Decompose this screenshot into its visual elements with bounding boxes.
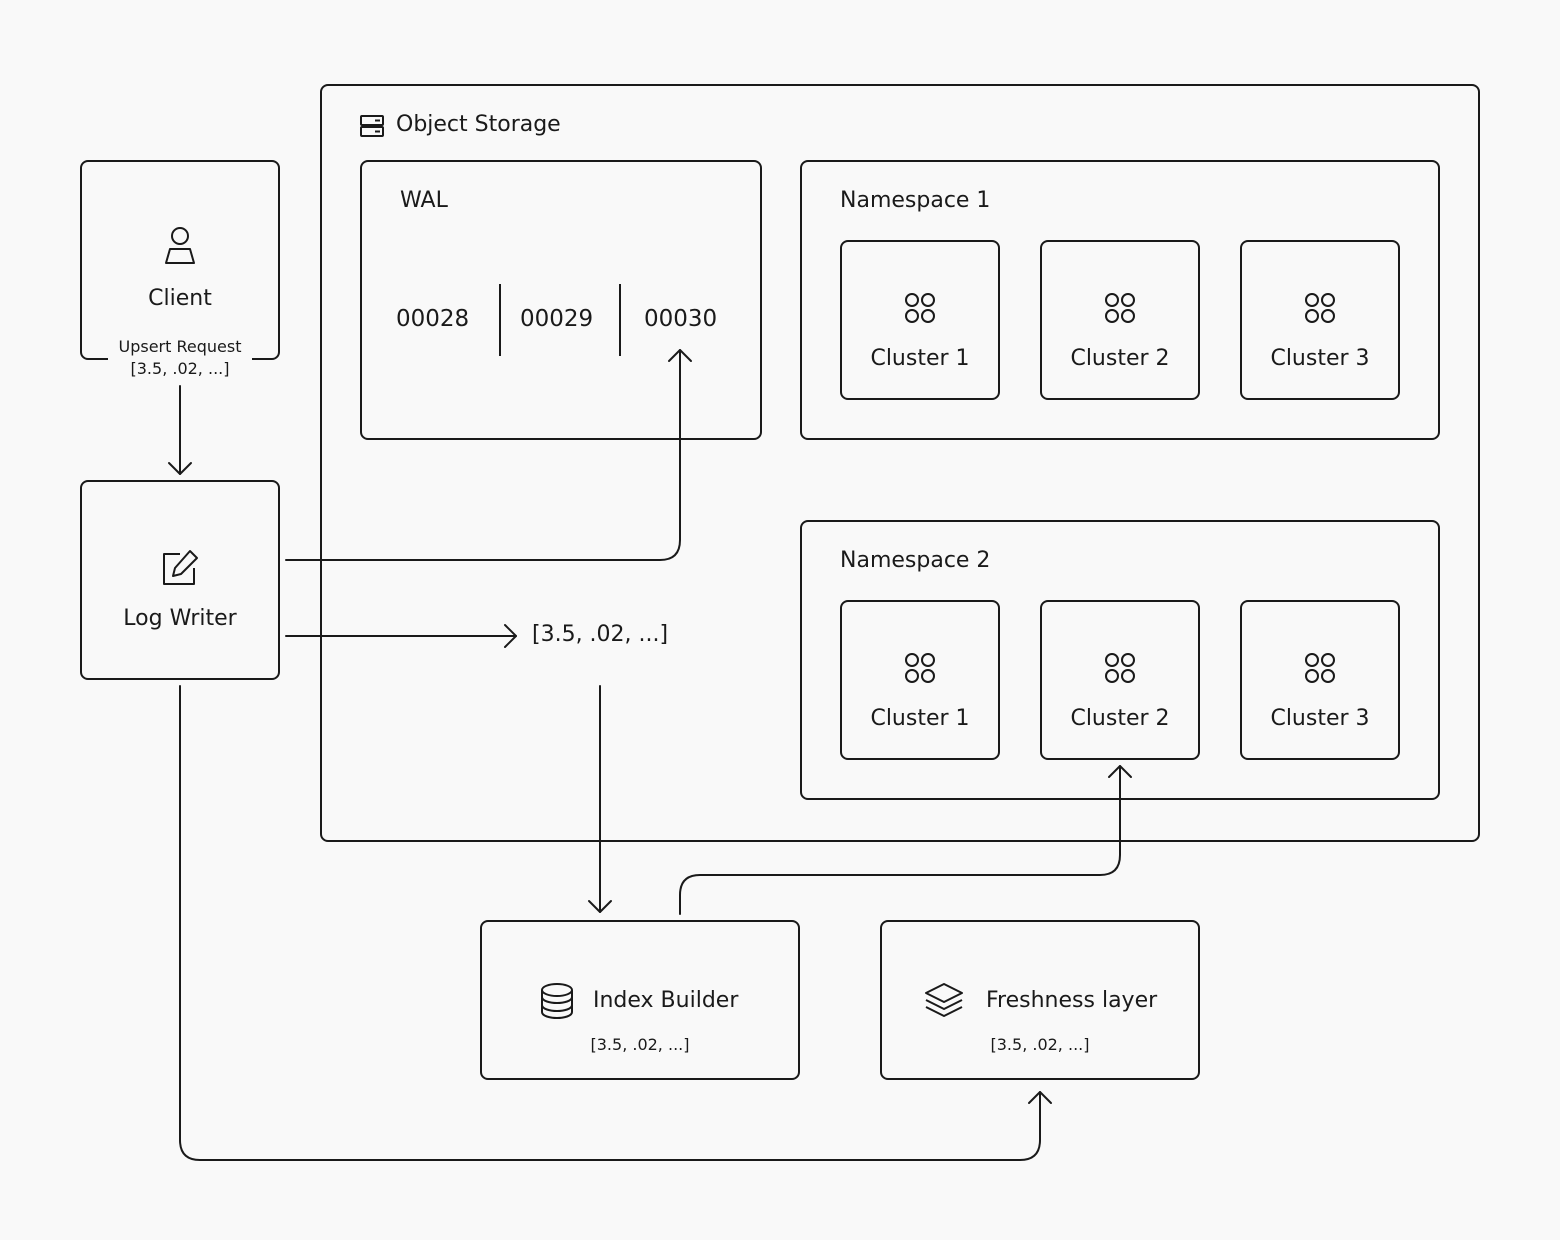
- arrowhead: [588, 900, 612, 913]
- wal-title: WAL: [400, 188, 448, 213]
- cluster-dots-icon: [902, 650, 938, 690]
- log-writer-box: [80, 480, 280, 680]
- cluster-box: Cluster 3: [1240, 600, 1400, 760]
- wal-divider: [619, 284, 621, 356]
- cluster-dots-icon: [1302, 290, 1338, 330]
- cluster-box: Cluster 3: [1240, 240, 1400, 400]
- wal-box: [360, 160, 762, 440]
- vector-in-flight-label: [3.5, .02, ...]: [530, 622, 671, 647]
- arrowhead: [668, 349, 692, 362]
- namespace-box: Namespace 1: [800, 160, 1440, 440]
- edit-icon: [160, 548, 200, 592]
- arrowhead: [1028, 1091, 1052, 1104]
- object-storage-container: [320, 84, 1480, 842]
- arrowhead: [1108, 765, 1132, 778]
- wal-segment: 00030: [644, 306, 718, 332]
- database-icon: [538, 982, 576, 1024]
- freshness-layer-title: Freshness layer: [986, 988, 1158, 1013]
- arrow-log-writer-to-freshness: [179, 685, 1041, 1161]
- client-request-label: Upsert Request [3.5, .02, ...]: [108, 336, 252, 380]
- cluster-box: Cluster 1: [840, 240, 1000, 400]
- cluster-label: Cluster 2: [1070, 706, 1170, 731]
- cluster-box: Cluster 2: [1040, 600, 1200, 760]
- arrowhead: [504, 624, 517, 648]
- cluster-label: Cluster 1: [870, 346, 970, 371]
- wal-segment: 00028: [396, 306, 470, 332]
- upsert-request-text: Upsert Request: [118, 337, 242, 356]
- cluster-label: Cluster 2: [1070, 346, 1170, 371]
- wal-segment: 00029: [520, 306, 594, 332]
- layers-icon: [922, 982, 966, 1024]
- upsert-request-vector: [3.5, .02, ...]: [130, 359, 230, 378]
- cluster-label: Cluster 3: [1270, 346, 1370, 371]
- namespace-title: Namespace 2: [840, 548, 991, 573]
- arrowhead: [168, 462, 192, 475]
- namespace-title: Namespace 1: [840, 188, 991, 213]
- user-icon: [162, 226, 198, 270]
- index-builder-vector: [3.5, .02, ...]: [590, 1035, 690, 1054]
- arrow-index-builder-to-cluster: [679, 765, 1121, 915]
- cluster-label: Cluster 3: [1270, 706, 1370, 731]
- cluster-box: Cluster 1: [840, 600, 1000, 760]
- wal-divider: [499, 284, 501, 356]
- server-icon: [359, 114, 385, 142]
- cluster-dots-icon: [1302, 650, 1338, 690]
- cluster-dots-icon: [902, 290, 938, 330]
- cluster-dots-icon: [1102, 650, 1138, 690]
- object-storage-title: Object Storage: [396, 112, 561, 137]
- index-builder-title: Index Builder: [593, 988, 739, 1013]
- cluster-box: Cluster 2: [1040, 240, 1200, 400]
- index-builder-box: [480, 920, 800, 1080]
- cluster-dots-icon: [1102, 290, 1138, 330]
- client-title: Client: [148, 286, 212, 311]
- log-writer-title: Log Writer: [123, 606, 237, 631]
- freshness-layer-vector: [3.5, .02, ...]: [990, 1035, 1090, 1054]
- arrow-log-writer-to-wal: [285, 349, 681, 561]
- cluster-label: Cluster 1: [870, 706, 970, 731]
- freshness-layer-box: [880, 920, 1200, 1080]
